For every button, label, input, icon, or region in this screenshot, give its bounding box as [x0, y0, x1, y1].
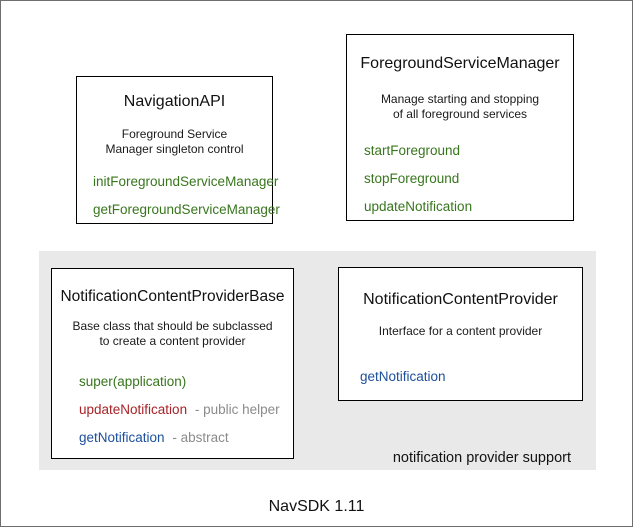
method-get-foreground-service-manager: getForegroundServiceManager	[93, 202, 280, 217]
description-line: to create a content provider	[99, 333, 246, 348]
class-title-foreground-service-manager: ForegroundServiceManager	[360, 55, 560, 72]
method-stop-foreground: stopForeground	[364, 171, 472, 186]
method-get-notification: getNotification - abstract	[79, 430, 280, 445]
class-description: Manage starting and stopping of all fore…	[347, 92, 573, 121]
method-super-application: super(application)	[79, 374, 280, 389]
method-init-foreground-service-manager: initForegroundServiceManager	[93, 174, 280, 189]
description-line: Interface for a content provider	[378, 324, 543, 338]
class-box-notification-content-provider-base: NotificationContentProviderBase Base cla…	[51, 268, 294, 459]
description-line: Manager singleton control	[105, 141, 244, 156]
method-name: initForegroundServiceManager	[93, 174, 279, 189]
group-label: notification provider support	[392, 450, 571, 466]
method-name: getNotification	[79, 430, 165, 445]
description-line: of all foreground services	[392, 106, 528, 121]
method-name: getNotification	[360, 369, 446, 384]
class-box-notification-content-provider: NotificationContentProvider Interface fo…	[338, 267, 583, 401]
method-name: getForegroundServiceManager	[93, 202, 280, 217]
method-name: stopForeground	[364, 171, 460, 186]
method-get-notification: getNotification	[360, 369, 446, 384]
method-list: super(application) updateNotification - …	[79, 374, 280, 458]
class-description: Base class that should be subclassed to …	[52, 319, 293, 348]
method-update-notification: updateNotification - public helper	[79, 402, 280, 417]
notification-provider-support-group: NotificationContentProviderBase Base cla…	[39, 251, 596, 470]
class-box-navigation-api: NavigationAPI Foreground Service Manager…	[76, 76, 280, 224]
description-line: Foreground Service	[121, 127, 228, 141]
method-name: updateNotification	[79, 402, 188, 417]
method-start-foreground: startForeground	[364, 143, 472, 158]
method-name: super(application)	[79, 374, 187, 389]
method-annotation: - public helper	[194, 402, 280, 417]
method-list: startForeground stopForeground updateNot…	[364, 143, 472, 227]
method-list: initForegroundServiceManager getForegrou…	[93, 174, 280, 230]
class-box-foreground-service-manager: ForegroundServiceManager Manage starting…	[346, 34, 574, 221]
class-title-notification-content-provider-base: NotificationContentProviderBase	[60, 288, 285, 305]
method-annotation: - abstract	[172, 430, 229, 445]
sdk-version-label: NavSDK 1.11	[268, 498, 365, 515]
method-name: updateNotification	[364, 199, 473, 214]
class-description: Interface for a content provider	[339, 324, 582, 339]
class-title-navigation-api: NavigationAPI	[123, 93, 226, 110]
description-line: Base class that should be subclassed	[72, 319, 273, 333]
class-description: Foreground Service Manager singleton con…	[77, 127, 272, 156]
description-line: Manage starting and stopping	[380, 92, 540, 106]
method-update-notification: updateNotification	[364, 199, 472, 214]
method-name: startForeground	[364, 143, 461, 158]
class-title-notification-content-provider: NotificationContentProvider	[363, 291, 558, 308]
method-list: getNotification	[360, 369, 446, 397]
